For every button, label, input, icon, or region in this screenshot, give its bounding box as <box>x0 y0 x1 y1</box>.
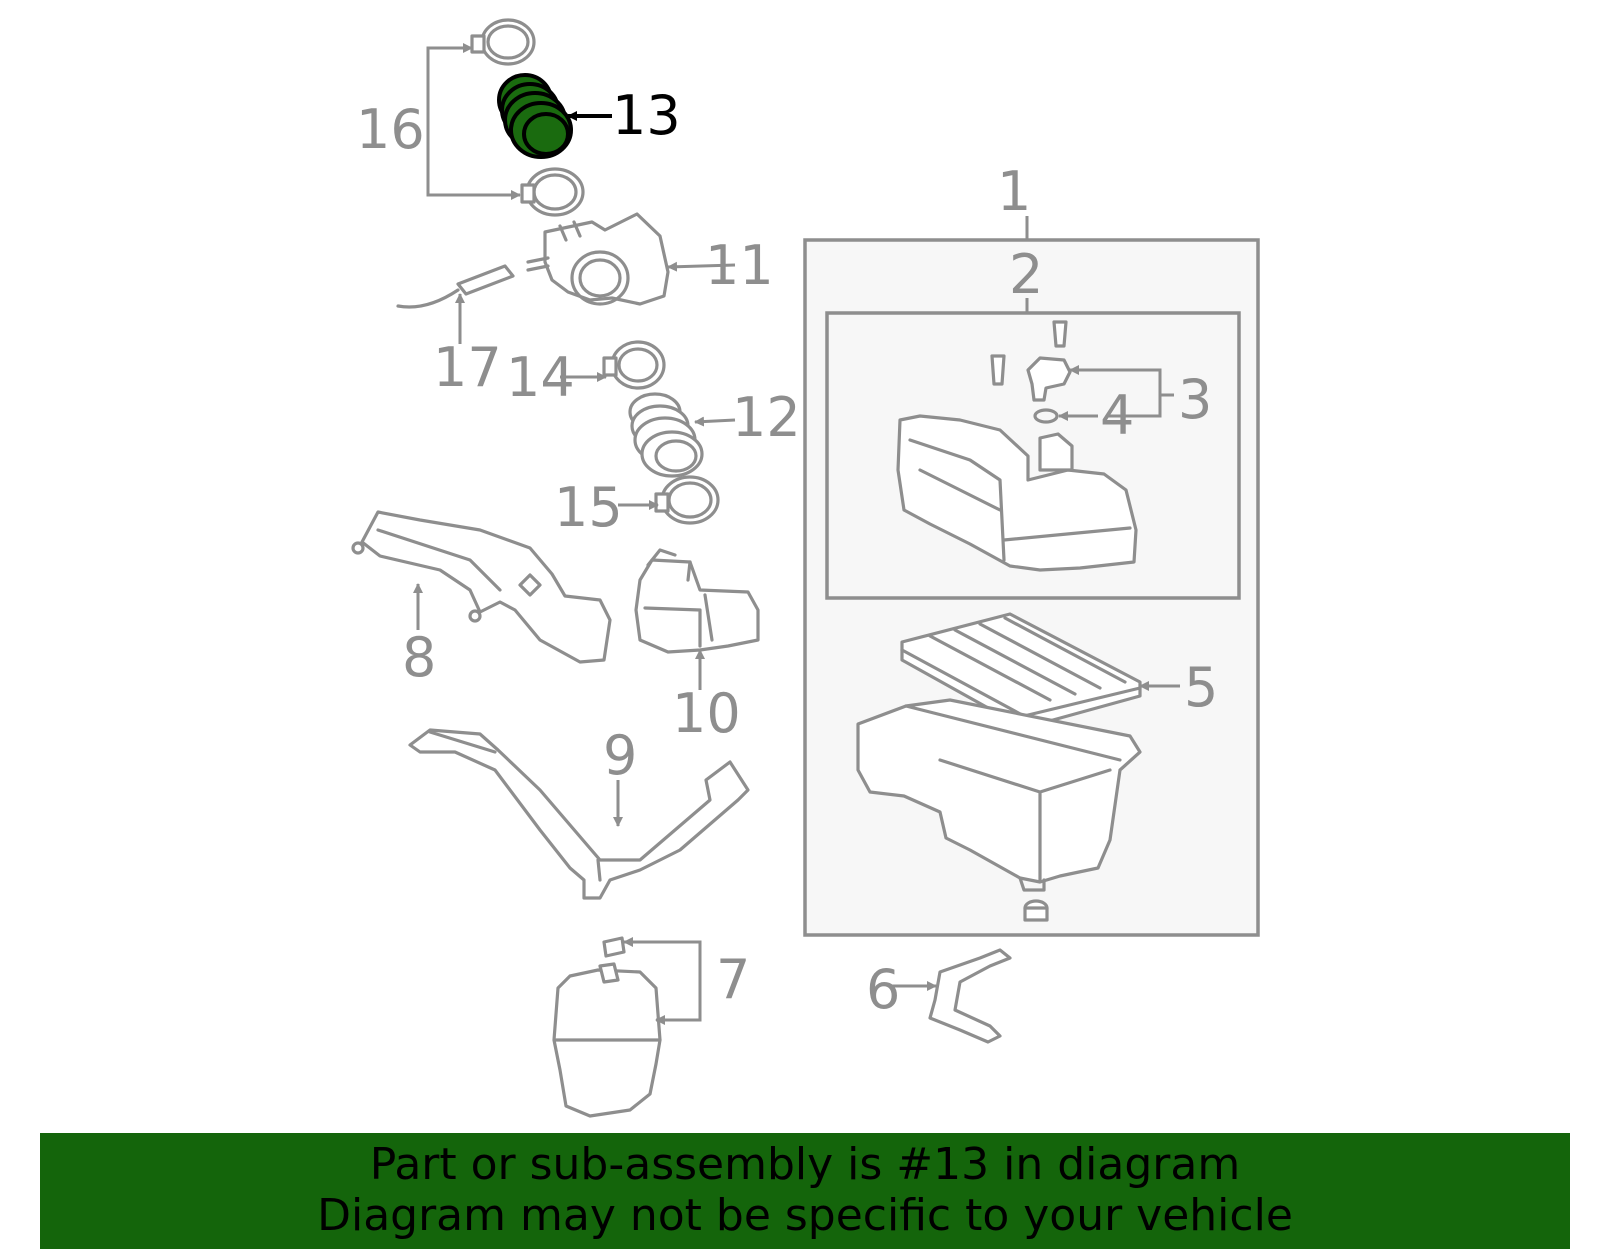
part-13-hose-highlighted <box>497 73 612 159</box>
part-11-resonator <box>526 212 736 306</box>
part-5-filter <box>900 612 1180 730</box>
part-10-resonator <box>634 548 760 690</box>
callout-1[interactable]: 1 <box>997 160 1031 223</box>
callout-10[interactable]: 10 <box>672 682 741 745</box>
air-cleaner-cap <box>896 414 1138 572</box>
banner-line-2: Diagram may not be specific to your vehi… <box>317 1190 1293 1241</box>
part-6-bracket <box>892 948 1012 1044</box>
part-16-clamps <box>426 18 585 217</box>
part-14-clamp <box>560 340 666 390</box>
callout-6[interactable]: 6 <box>866 958 900 1021</box>
callout-13[interactable]: 13 <box>612 84 681 147</box>
banner-line-1: Part or sub-assembly is #13 in diagram <box>369 1139 1241 1190</box>
part-17-hose <box>396 264 515 344</box>
part-7-reservoir <box>552 936 702 1118</box>
callout-9[interactable]: 9 <box>603 724 637 787</box>
callout-12[interactable]: 12 <box>732 386 801 449</box>
callout-11[interactable]: 11 <box>705 234 774 297</box>
part-15-clamp <box>618 475 720 525</box>
part-12-hose <box>628 392 736 478</box>
callout-3[interactable]: 3 <box>1178 368 1212 431</box>
info-banner: Part or sub-assembly is #13 in diagram D… <box>40 1133 1570 1249</box>
callout-4[interactable]: 4 <box>1100 384 1134 447</box>
callout-8[interactable]: 8 <box>402 626 436 689</box>
callout-14[interactable]: 14 <box>506 346 575 409</box>
callout-7[interactable]: 7 <box>716 948 750 1011</box>
callout-15[interactable]: 15 <box>554 476 623 539</box>
callout-5[interactable]: 5 <box>1184 656 1218 719</box>
callout-2[interactable]: 2 <box>1009 243 1043 306</box>
air-cleaner-case <box>856 698 1142 922</box>
callout-17[interactable]: 17 <box>433 336 502 399</box>
part-8-intake-duct <box>351 510 612 664</box>
part-4-oring <box>1033 408 1098 424</box>
callout-16[interactable]: 16 <box>356 98 425 161</box>
part-9-inlet-duct <box>408 728 750 900</box>
part-3-sensor <box>990 320 1174 418</box>
